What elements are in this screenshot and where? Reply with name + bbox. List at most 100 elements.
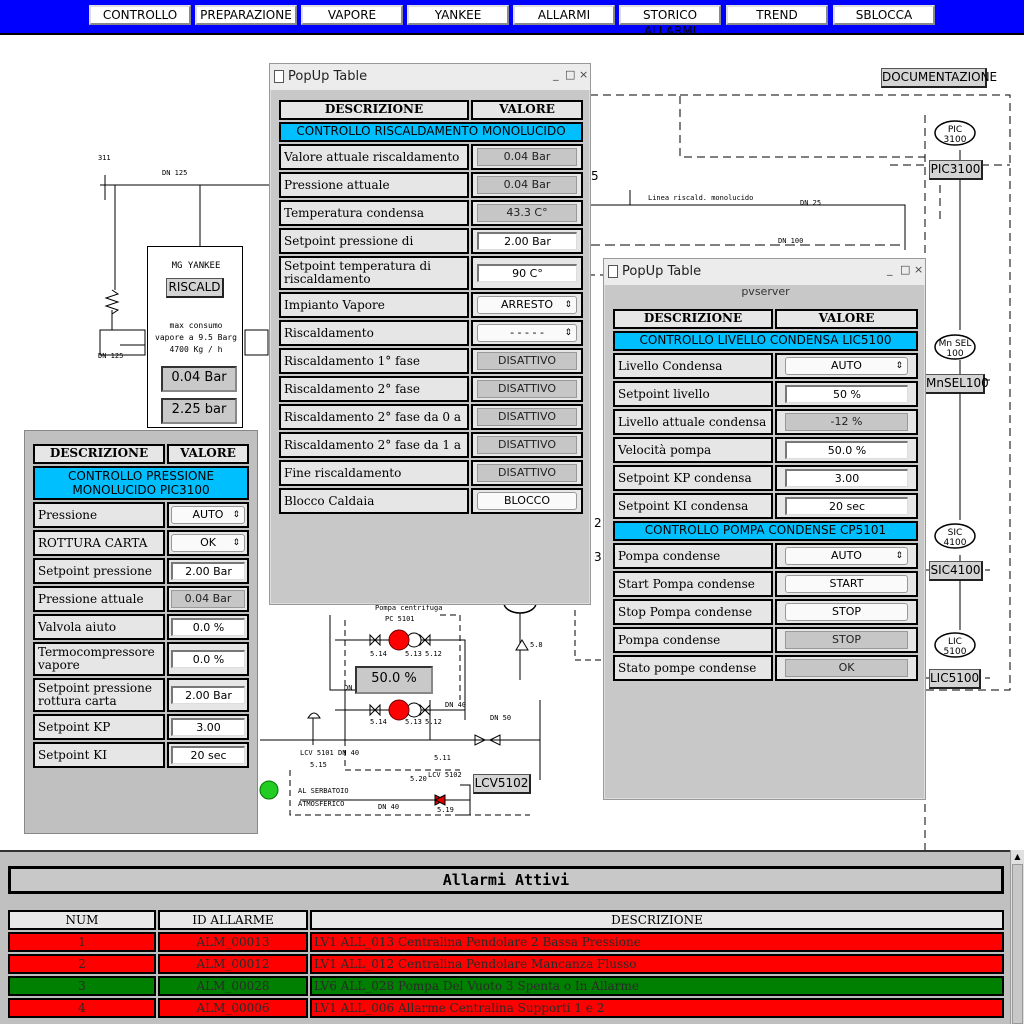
alarm-row-id[interactable]: ALM_00013 — [158, 932, 308, 952]
lic5100-tag[interactable]: LIC5100 — [929, 669, 981, 689]
alarm-row-id[interactable]: ALM_00006 — [158, 998, 308, 1018]
alarm-row-id[interactable]: ALM_00028 — [158, 976, 308, 996]
valvola-aiuto-vapore-input[interactable]: 0.0 % — [171, 618, 245, 636]
impianto-vapore-text: ARRESTO — [500, 298, 554, 311]
setpoint-pressione-rottura-carta-input[interactable]: 2.00 Bar — [171, 686, 245, 704]
riscaldamento-select[interactable]: - - - - -⇕ — [477, 324, 577, 342]
valore-attuale-riscaldamento-label: Valore attuale riscaldamento — [279, 144, 469, 170]
velocit-pompa-condense-label: Velocità pompa condense — [613, 437, 773, 463]
svg-text:100: 100 — [946, 349, 963, 359]
minimize-icon[interactable]: _ — [553, 68, 559, 81]
nav-sblocca-button[interactable]: SBLOCCA — [833, 5, 935, 25]
nav-allarmi-button[interactable]: ALLARMI — [513, 5, 615, 25]
setpoint-ki-pressione-input[interactable]: 20 sec — [171, 746, 245, 764]
termocompressore-vapore-input[interactable]: 0.0 % — [171, 650, 245, 668]
popup-1-titlebar[interactable]: PopUp Table _ □ × — [270, 64, 590, 90]
pump-speed-readout: 50.0 % — [355, 666, 433, 694]
setpoint-kp-pressione-input[interactable]: 3.00 — [171, 718, 245, 736]
updown-arrow-icon: ⇕ — [895, 361, 903, 371]
pressione-monolucido-label: Pressione monolucido — [33, 502, 165, 528]
close-icon[interactable]: × — [914, 263, 924, 276]
nav-vapore-button[interactable]: VAPORE — [301, 5, 403, 25]
velocit-pompa-condense-input[interactable]: 50.0 % — [785, 441, 908, 459]
header-descrizione: DESCRIZIONE — [613, 309, 773, 329]
setpoint-ki-condensa-input[interactable]: 20 sec — [785, 497, 908, 515]
yankee-box: MG YANKEE RISCALD max consumo vapore a 9… — [147, 246, 243, 428]
minimize-icon[interactable]: _ — [887, 263, 893, 276]
header-descrizione: DESCRIZIONE — [279, 100, 469, 120]
yankee-readout-1: 0.04 Bar — [161, 366, 237, 392]
setpoint-kp-condensa-input[interactable]: 3.00 — [785, 469, 908, 487]
nav-controllo-button[interactable]: CONTROLLO — [89, 5, 191, 25]
setpoint-pressione-label: Setpoint pressione — [33, 558, 165, 584]
rottura-carta-text: OK — [200, 536, 216, 549]
impianto-vapore-label: Impianto Vapore — [279, 292, 469, 318]
maximize-icon[interactable]: □ — [565, 68, 576, 81]
alarm-row-description[interactable]: LV1 ALL_006 Allarme Centralina Supporti … — [310, 998, 1004, 1018]
alarms-scrollbar[interactable]: ▲ — [1010, 850, 1024, 1024]
process-diagram: PIC 3100 Mn SEL 100 SIC 4100 LIC 5100 31… — [98, 94, 1011, 850]
start-pompa-condense-button[interactable]: START — [785, 575, 908, 593]
riscaldamento-2-fase-text: DISATTIVO — [497, 382, 557, 395]
alarm-row-num[interactable]: 3 — [8, 976, 156, 996]
alarm-row-description[interactable]: LV1 ALL_013 Centralina Pendolare 2 Bassa… — [310, 932, 1004, 952]
svg-text:PC 5101: PC 5101 — [385, 615, 415, 623]
alarm-row-num[interactable]: 1 — [8, 932, 156, 952]
nav-storico-allarmi-button[interactable]: STORICO ALLARMI — [619, 5, 721, 38]
setpoint-pressione-di-riscaldamento-input[interactable]: 2.00 Bar — [477, 232, 577, 250]
nav-yankee-button[interactable]: YANKEE — [407, 5, 509, 25]
alarm-row-num[interactable]: 2 — [8, 954, 156, 974]
livello-condensa-select[interactable]: AUTO⇕ — [785, 357, 908, 375]
nav-trend-button[interactable]: TREND — [726, 5, 828, 25]
scroll-thumb[interactable] — [1012, 864, 1023, 1024]
pressione-attuale-value: 0.04 Bar — [171, 590, 245, 608]
pompa-condense-select[interactable]: AUTO⇕ — [785, 547, 908, 565]
lcv5102-tag[interactable]: LCV5102 — [473, 774, 531, 794]
setpoint-pressione-input[interactable]: 2.00 Bar — [171, 562, 245, 580]
pressione-monolucido-text: AUTO — [192, 508, 224, 521]
setpoint-livello-condensa-input[interactable]: 50 % — [785, 385, 908, 403]
svg-text:LCV 5101: LCV 5101 — [300, 749, 334, 757]
alarm-row-id[interactable]: ALM_00012 — [158, 954, 308, 974]
valvola-aiuto-vapore-text: 0.0 % — [192, 621, 225, 634]
svg-text:Linea riscald. monolucido: Linea riscald. monolucido — [648, 194, 753, 202]
setpoint-kp-condensa-text: 3.00 — [834, 472, 860, 485]
alarm-row-description[interactable]: LV1 ALL_012 Centralina Pendolare Mancanz… — [310, 954, 1004, 974]
setpoint-temperatura-di-riscaldamento-input[interactable]: 90 C° — [477, 264, 577, 282]
header-valore: VALORE — [775, 309, 918, 329]
riscaldamento-2-fase-label: Riscaldamento 2° fase — [279, 376, 469, 402]
updown-arrow-icon: ⇕ — [564, 328, 572, 338]
alarm-row-description[interactable]: LV6 ALL_028 Pompa Del Vuoto 3 Spenta o I… — [310, 976, 1004, 996]
svg-text:5.14: 5.14 — [370, 650, 387, 658]
popup-2-title: PopUp Table — [622, 264, 702, 279]
rottura-carta-select[interactable]: OK⇕ — [171, 534, 245, 552]
blocco-caldaia-button[interactable]: BLOCCO — [477, 492, 577, 510]
close-icon[interactable]: × — [579, 68, 589, 81]
setpoint-ki-pressione-label: Setpoint KI pressione — [33, 742, 165, 768]
pressione-attuale-label: Pressione attuale — [33, 586, 165, 612]
pic3100-tag[interactable]: PIC3100 — [929, 160, 983, 180]
alarm-row-num[interactable]: 4 — [8, 998, 156, 1018]
svg-text:DN: DN — [344, 684, 352, 692]
nav-preparazione-button[interactable]: PREPARAZIONE — [195, 5, 297, 25]
popup-2-subtitle: pvserver — [741, 285, 790, 298]
impianto-vapore-select[interactable]: ARRESTO⇕ — [477, 296, 577, 314]
stop-pompa-condense-text: STOP — [832, 605, 861, 618]
pressione-monolucido-select[interactable]: AUTO⇕ — [171, 506, 245, 524]
setpoint-pressione-text: 2.00 Bar — [185, 565, 232, 578]
documentation-button[interactable]: DOCUMENTAZIONE — [881, 68, 997, 88]
scroll-up-icon[interactable]: ▲ — [1014, 852, 1021, 861]
setpoint-kp-pressione-label: Setpoint KP pressione — [33, 714, 165, 740]
riscald-button[interactable]: RISCALD — [166, 278, 224, 298]
stop-pompa-condense-button[interactable]: STOP — [785, 603, 908, 621]
top-navigation-bar: CONTROLLO PREPARAZIONE VAPORE YANKEE ALL… — [0, 0, 1024, 38]
svg-text:311: 311 — [98, 154, 111, 162]
alarms-header-desc: DESCRIZIONE — [310, 910, 1004, 930]
popup-2-titlebar[interactable]: PopUp Table _ □ × — [604, 259, 925, 285]
mnsel100-tag[interactable]: MnSEL100 — [925, 374, 989, 394]
start-pompa-condense-label: Start Pompa condense — [613, 571, 773, 597]
maximize-icon[interactable]: □ — [900, 263, 911, 276]
sic4100-tag[interactable]: SIC4100 — [929, 561, 983, 581]
stato-pompe-condense-text: OK — [838, 661, 855, 674]
